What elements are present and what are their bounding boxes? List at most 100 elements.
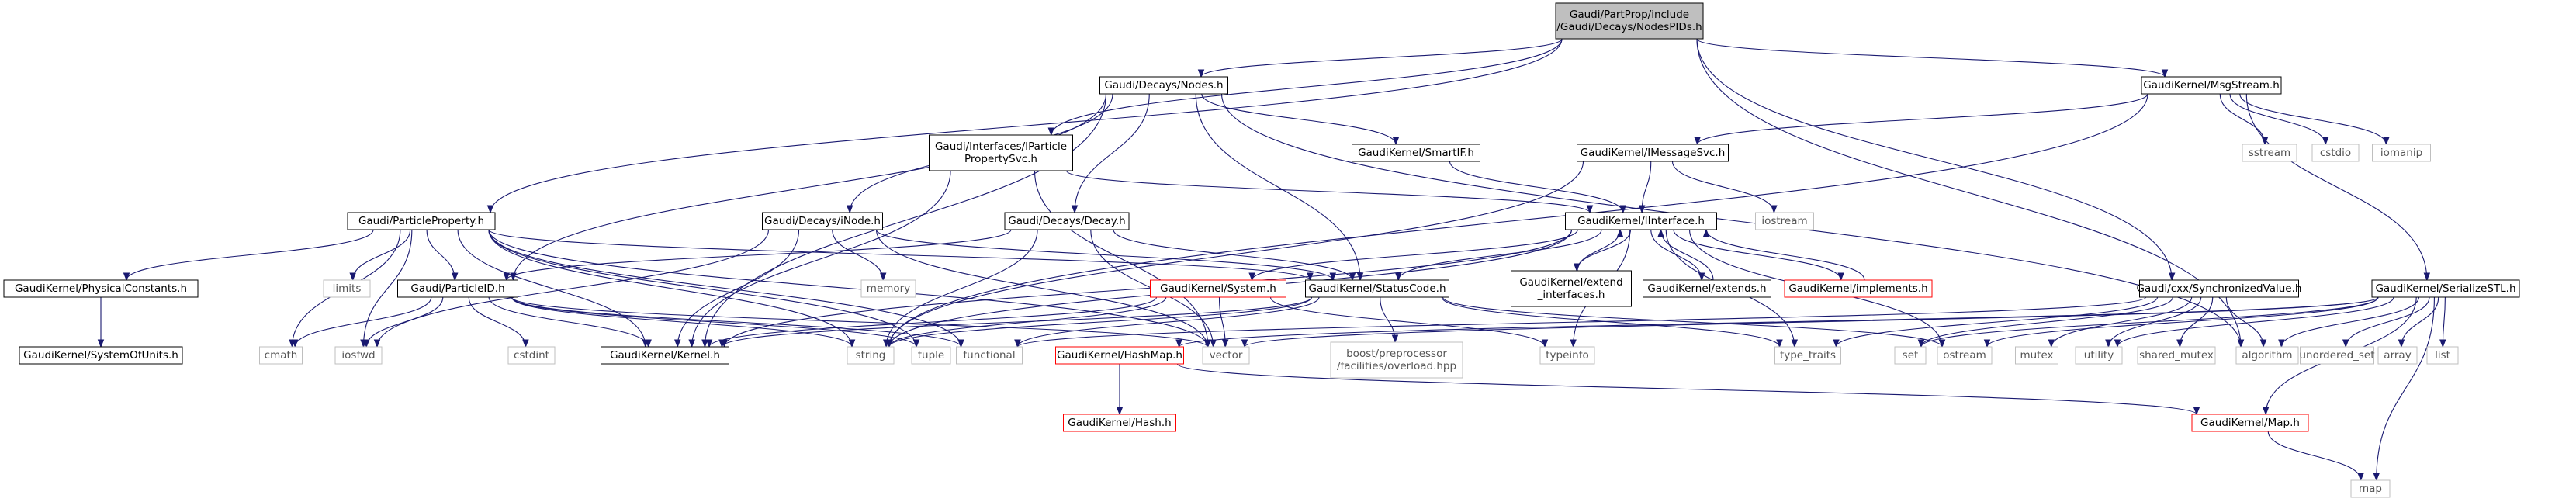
node-box bbox=[2015, 346, 2058, 365]
node-box bbox=[1539, 346, 1595, 365]
node-systemofunits[interactable]: GaudiKernel/SystemOfUnits.h bbox=[19, 346, 183, 365]
node-label: GaudiKernel/SmartIF.h bbox=[1358, 147, 1474, 159]
node-string: string bbox=[847, 346, 895, 365]
edge-root-to-nodes_h bbox=[1197, 38, 1563, 78]
node-label: GaudiKernel/SerializeSTL.h bbox=[2375, 282, 2515, 295]
node-statuscode[interactable]: GaudiKernel/StatusCode.h bbox=[1305, 279, 1449, 298]
edge-serializestl-to-vector bbox=[1241, 296, 2379, 348]
node-mutex: mutex bbox=[2015, 346, 2058, 365]
edge-particleid-to-string bbox=[511, 296, 856, 348]
node-extends[interactable]: GaudiKernel/extends.h bbox=[1643, 279, 1771, 298]
node-label: Gaudi/PartProp/include bbox=[1570, 9, 1689, 21]
node-label: Gaudi/Interfaces/IParticle bbox=[935, 140, 1067, 153]
node-box bbox=[2377, 346, 2418, 365]
node-decay[interactable]: Gaudi/Decays/Decay.h bbox=[1004, 212, 1130, 230]
node-label: GaudiKernel/extend bbox=[1519, 276, 1622, 289]
node-box bbox=[2075, 346, 2123, 365]
edge-synchronizedvalue-to-algorithm bbox=[2225, 296, 2267, 348]
node-label: utility bbox=[2084, 349, 2114, 362]
node-nodes-h[interactable]: Gaudi/Decays/Nodes.h bbox=[1099, 76, 1228, 95]
node-box bbox=[1305, 279, 1449, 298]
edge-statuscode-to-type_traits bbox=[1441, 296, 1783, 348]
node-hash[interactable]: GaudiKernel/Hash.h bbox=[1063, 414, 1176, 432]
edge-decay-to-particleid bbox=[503, 229, 1012, 282]
node-label: Gaudi/ParticleID.h bbox=[410, 282, 504, 295]
node-inode[interactable]: Gaudi/Decays/iNode.h bbox=[762, 212, 883, 230]
node-box bbox=[259, 346, 303, 365]
node-msgstream[interactable]: GaudiKernel/MsgStream.h bbox=[2141, 76, 2282, 95]
node-smartif[interactable]: GaudiKernel/SmartIF.h bbox=[1352, 144, 1480, 162]
edge-root-to-synchronizedvalue bbox=[1696, 38, 2176, 282]
node-label: GaudiKernel/Map.h bbox=[2200, 417, 2300, 429]
node-label: GaudiKernel/StatusCode.h bbox=[1309, 282, 1446, 295]
node-particleproperty[interactable]: Gaudi/ParticleProperty.h bbox=[347, 212, 496, 230]
node-box bbox=[1202, 346, 1250, 365]
edge-map_h-to-map bbox=[2267, 431, 2364, 482]
node-label: Gaudi/Decays/Nodes.h bbox=[1104, 79, 1223, 92]
node-label: cstdint bbox=[514, 349, 549, 362]
edge-smartif-to-iinterface bbox=[1449, 161, 1627, 214]
node-particleid[interactable]: Gaudi/ParticleID.h bbox=[397, 279, 518, 298]
node-extendinterfaces[interactable]: GaudiKernel/extend_interfaces.h bbox=[1511, 270, 1632, 307]
node-box bbox=[2311, 144, 2360, 162]
edge-system-to-kernel bbox=[705, 296, 1158, 348]
node-label: set bbox=[1903, 349, 1919, 362]
node-box bbox=[1511, 270, 1632, 307]
edge-serializestl-to-set bbox=[1917, 296, 2379, 348]
node-serializestl[interactable]: GaudiKernel/SerializeSTL.h bbox=[2371, 279, 2520, 298]
node-synchronizedvalue[interactable]: Gaudi/cxx/SynchronizedValue.h bbox=[2137, 279, 2302, 298]
edge-serializestl-to-unordered_set bbox=[2342, 296, 2430, 348]
edge-serializestl-to-list bbox=[2439, 296, 2446, 348]
node-hashmap[interactable]: GaudiKernel/HashMap.h bbox=[1055, 346, 1184, 365]
node-memory: memory bbox=[860, 279, 916, 298]
edge-iinterface-to-implements bbox=[1673, 229, 1844, 282]
edge-synchronizedvalue-to-functional bbox=[1014, 296, 2147, 348]
node-label: /facilities/overload.hpp bbox=[1337, 360, 1456, 372]
node-type-traits: type_traits bbox=[1774, 346, 1841, 365]
node-label: GaudiKernel/Hash.h bbox=[1068, 417, 1171, 429]
edge-statuscode-to-boostoverload bbox=[1380, 296, 1399, 344]
edge-synchronizedvalue-to-shared_mutex bbox=[2176, 296, 2214, 348]
edge-statuscode-to-ostream bbox=[1442, 296, 1946, 348]
node-box bbox=[929, 134, 1073, 171]
node-box bbox=[1577, 144, 1729, 162]
node-cmath: cmath bbox=[259, 346, 303, 365]
edge-physconst-to-systemofunits bbox=[97, 297, 105, 348]
node-label: GaudiKernel/PhysicalConstants.h bbox=[15, 282, 187, 295]
edge-hashmap-to-hash bbox=[1116, 363, 1124, 416]
node-label: GaudiKernel/Kernel.h bbox=[610, 349, 720, 362]
node-box bbox=[2137, 346, 2216, 365]
node-root[interactable]: Gaudi/PartProp/include/Gaudi/Decays/Node… bbox=[1555, 2, 1704, 40]
edge-particleid-to-functional bbox=[511, 296, 964, 348]
node-set: set bbox=[1894, 346, 1927, 365]
node-label: vector bbox=[1210, 349, 1243, 362]
edge-particleid-to-kernel bbox=[488, 296, 652, 348]
node-label: _interfaces.h bbox=[1537, 289, 1605, 301]
node-system[interactable]: GaudiKernel/System.h bbox=[1150, 279, 1286, 298]
node-iosfwd: iosfwd bbox=[334, 346, 383, 365]
node-iinterface[interactable]: GaudiKernel/IInterface.h bbox=[1565, 212, 1717, 230]
edge-synchronizedvalue-to-set bbox=[1917, 296, 2173, 348]
node-box bbox=[2350, 479, 2391, 498]
node-box bbox=[1150, 279, 1286, 298]
node-implements[interactable]: GaudiKernel/implements.h bbox=[1784, 279, 1933, 298]
node-iomanip: iomanip bbox=[2372, 144, 2431, 162]
node-box bbox=[2139, 279, 2299, 298]
node-functional: functional bbox=[956, 346, 1023, 365]
edge-particleproperty-to-particleid bbox=[426, 229, 459, 282]
node-box bbox=[2426, 346, 2459, 365]
node-kernel[interactable]: GaudiKernel/Kernel.h bbox=[601, 346, 729, 365]
node-label: iosfwd bbox=[341, 349, 375, 362]
node-imessagesvc[interactable]: GaudiKernel/IMessageSvc.h bbox=[1577, 144, 1729, 162]
node-map-h[interactable]: GaudiKernel/Map.h bbox=[2191, 414, 2309, 432]
node-physconst[interactable]: GaudiKernel/PhysicalConstants.h bbox=[3, 279, 199, 298]
edge-system-to-typeinfo bbox=[1269, 296, 1549, 348]
node-label: GaudiKernel/System.h bbox=[1160, 282, 1276, 295]
node-label: cmath bbox=[265, 349, 298, 362]
edge-serializestl-to-array bbox=[2398, 296, 2439, 348]
node-label: Gaudi/ParticleProperty.h bbox=[358, 215, 484, 227]
edge-particleid-to-cmath bbox=[292, 296, 432, 348]
edge-nodes_h-to-kernel bbox=[701, 93, 1107, 348]
